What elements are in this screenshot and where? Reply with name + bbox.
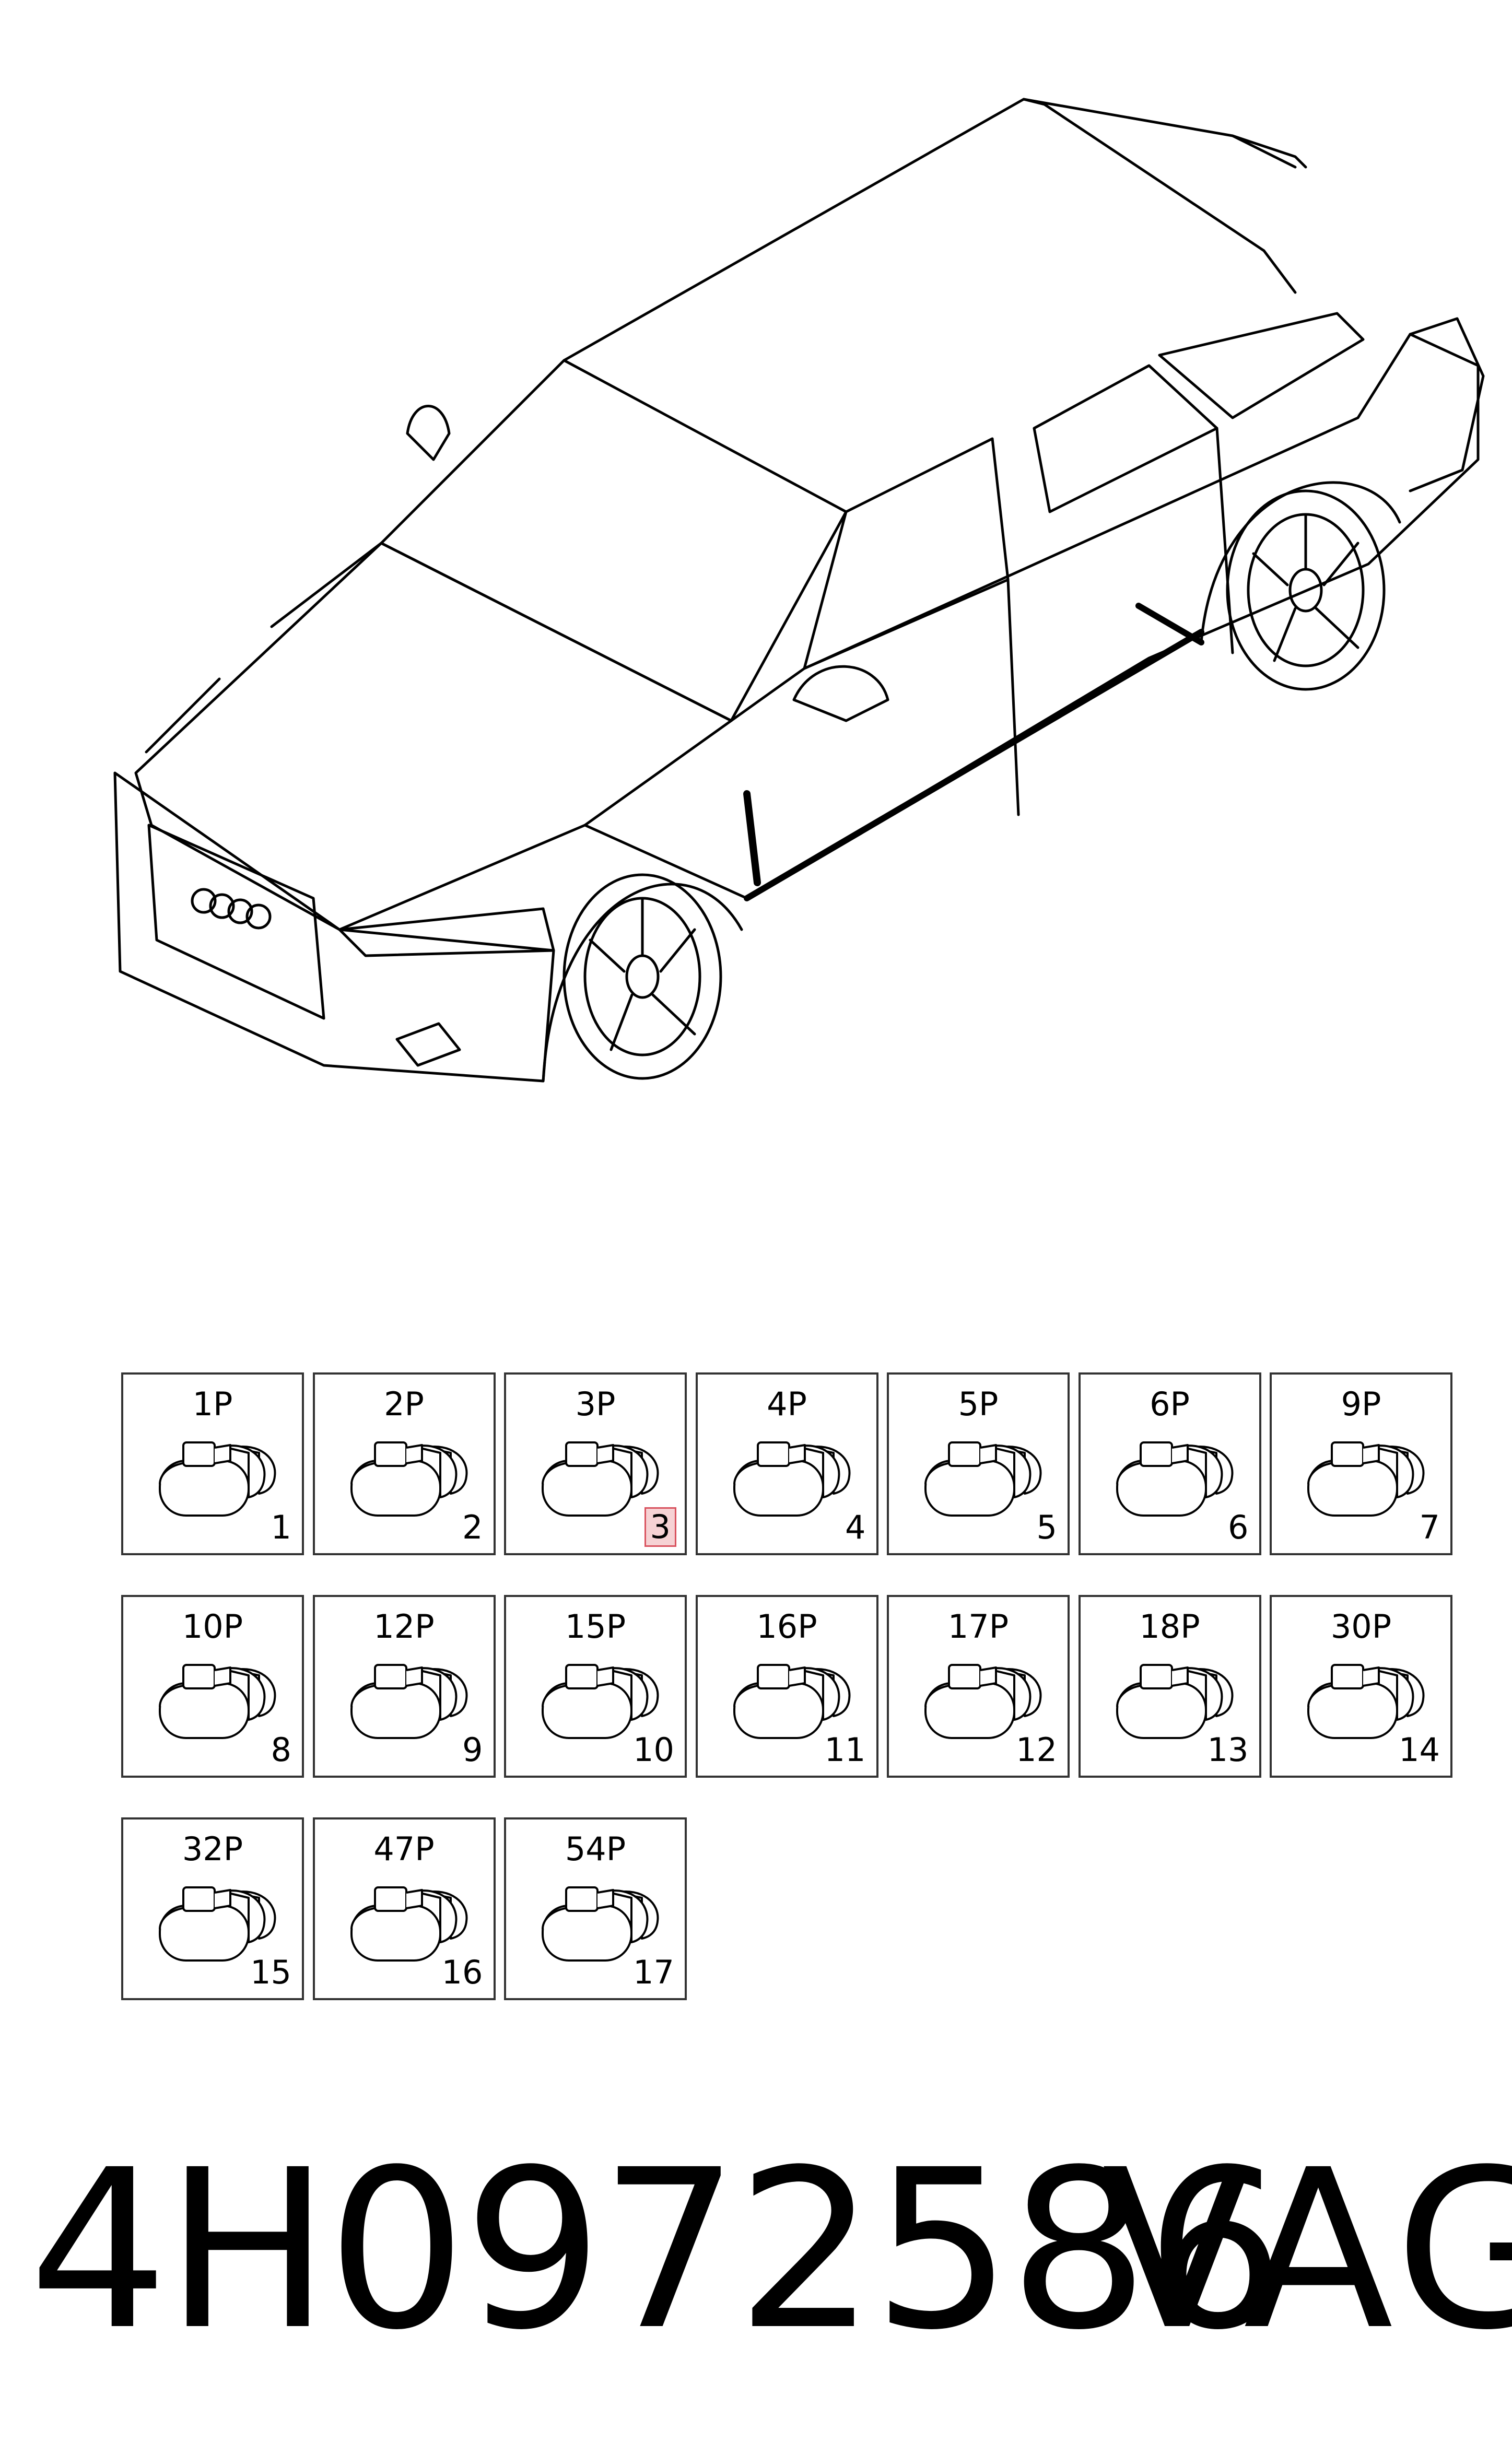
- front-wheel-arch: [542, 883, 743, 1083]
- connector-icon: [542, 1441, 659, 1517]
- connector-icon: [733, 1664, 850, 1739]
- connector-cell-9: 12P 9: [312, 1595, 496, 1778]
- connector-icon: [350, 1441, 467, 1517]
- connector-pin-count: 6P: [1150, 1385, 1190, 1423]
- connector-pin-count: 18P: [1139, 1607, 1200, 1646]
- connector-cell-12: 17P 12: [887, 1595, 1070, 1778]
- connector-pin-count: 4P: [767, 1385, 807, 1423]
- connector-cell-14: 30P 14: [1270, 1595, 1452, 1778]
- connector-pin-count: 3P: [575, 1385, 616, 1423]
- connector-index: 4: [845, 1508, 866, 1546]
- brand-label: VAG: [1102, 2123, 1512, 2378]
- connector-pin-count: 16P: [756, 1607, 817, 1646]
- connector-cell-16: 47P 16: [312, 1817, 496, 2000]
- connector-icon: [924, 1664, 1042, 1739]
- connector-index: 17: [633, 1953, 674, 1991]
- connector-pin-count: 54P: [565, 1830, 626, 1868]
- connector-index: 11: [824, 1731, 866, 1769]
- connector-icon: [542, 1886, 659, 1962]
- sill: [744, 629, 1204, 901]
- connector-index: 3: [644, 1507, 676, 1547]
- rear-wheel-arch: [1200, 481, 1401, 644]
- rear-end: [1409, 317, 1485, 492]
- fog-light: [395, 1022, 461, 1067]
- connector-cell-10: 15P 10: [504, 1595, 687, 1778]
- connector-index: 15: [250, 1953, 291, 1991]
- connector-icon: [159, 1664, 276, 1739]
- connector-cell-8: 10P 8: [121, 1595, 304, 1778]
- connector-index: 8: [271, 1731, 291, 1769]
- connector-index: 5: [1036, 1508, 1057, 1546]
- connector-cell-7: 9P 7: [1270, 1372, 1452, 1555]
- connector-index: 12: [1016, 1731, 1057, 1769]
- connector-icon: [542, 1664, 659, 1739]
- connector-icon: [350, 1664, 467, 1739]
- connector-icon: [1116, 1664, 1233, 1739]
- connector-cell-5: 5P 5: [887, 1372, 1070, 1555]
- connector-icon: [159, 1886, 276, 1962]
- connector-icon: [1307, 1441, 1425, 1517]
- connector-pin-count: 9P: [1341, 1385, 1381, 1423]
- connector-pin-count: 1P: [192, 1385, 233, 1423]
- grille: [147, 824, 325, 1020]
- mirror-top: [406, 405, 451, 461]
- connector-pin-count: 12P: [373, 1607, 435, 1646]
- roof-line: [562, 98, 1297, 362]
- connector-index: 10: [633, 1731, 674, 1769]
- logo-ring: [191, 888, 217, 914]
- connector-cell-17: 54P 17: [504, 1817, 687, 2000]
- connector-index: 7: [1419, 1508, 1440, 1546]
- rear-wheel: [1226, 489, 1386, 691]
- connector-icon: [1116, 1441, 1233, 1517]
- connector-pin-count: 10P: [182, 1607, 243, 1646]
- connector-icon: [733, 1441, 850, 1517]
- connector-cell-6: 6P 6: [1078, 1372, 1261, 1555]
- rear-mark: [1135, 603, 1204, 645]
- connector-cell-2: 2P 2: [312, 1372, 496, 1555]
- connector-cell-3: 3P 3: [504, 1372, 687, 1555]
- headlight: [338, 907, 555, 957]
- connector-icon: [1307, 1664, 1425, 1739]
- connector-index: 6: [1228, 1508, 1249, 1546]
- connector-index: 13: [1207, 1731, 1249, 1769]
- hood-line-left: [145, 677, 221, 754]
- connector-index: 16: [441, 1953, 483, 1991]
- door-line-1: [1006, 578, 1020, 816]
- connector-pin-count: 47P: [373, 1830, 435, 1868]
- connector-index: 14: [1399, 1731, 1440, 1769]
- connector-icon: [159, 1441, 276, 1517]
- connector-index: 1: [271, 1508, 291, 1546]
- connector-pin-count: 15P: [565, 1607, 626, 1646]
- connector-pin-count: 30P: [1330, 1607, 1392, 1646]
- connector-pin-count: 2P: [384, 1385, 424, 1423]
- side-window-quarter: [1158, 312, 1365, 419]
- connector-pin-count: 5P: [958, 1385, 999, 1423]
- connector-pin-count: 17P: [947, 1607, 1009, 1646]
- connector-cell-13: 18P 13: [1078, 1595, 1261, 1778]
- side-mirror: [792, 665, 889, 722]
- connector-cell-15: 32P 15: [121, 1817, 304, 2000]
- connector-icon: [924, 1441, 1042, 1517]
- fender-mark: [743, 790, 761, 886]
- connector-cell-1: 1P 1: [121, 1372, 304, 1555]
- connector-index: 9: [462, 1731, 483, 1769]
- roof-rail-end: [1231, 134, 1307, 169]
- connector-index: 2: [462, 1508, 483, 1546]
- connector-icon: [350, 1886, 467, 1962]
- connector-pin-count: 32P: [182, 1830, 243, 1868]
- connector-cell-11: 16P 11: [695, 1595, 878, 1778]
- part-number: 4H0972586: [29, 2123, 1285, 2378]
- car-illustration: [113, 98, 1485, 1083]
- hood-line-right: [270, 542, 383, 628]
- connector-cell-4: 4P 4: [695, 1372, 878, 1555]
